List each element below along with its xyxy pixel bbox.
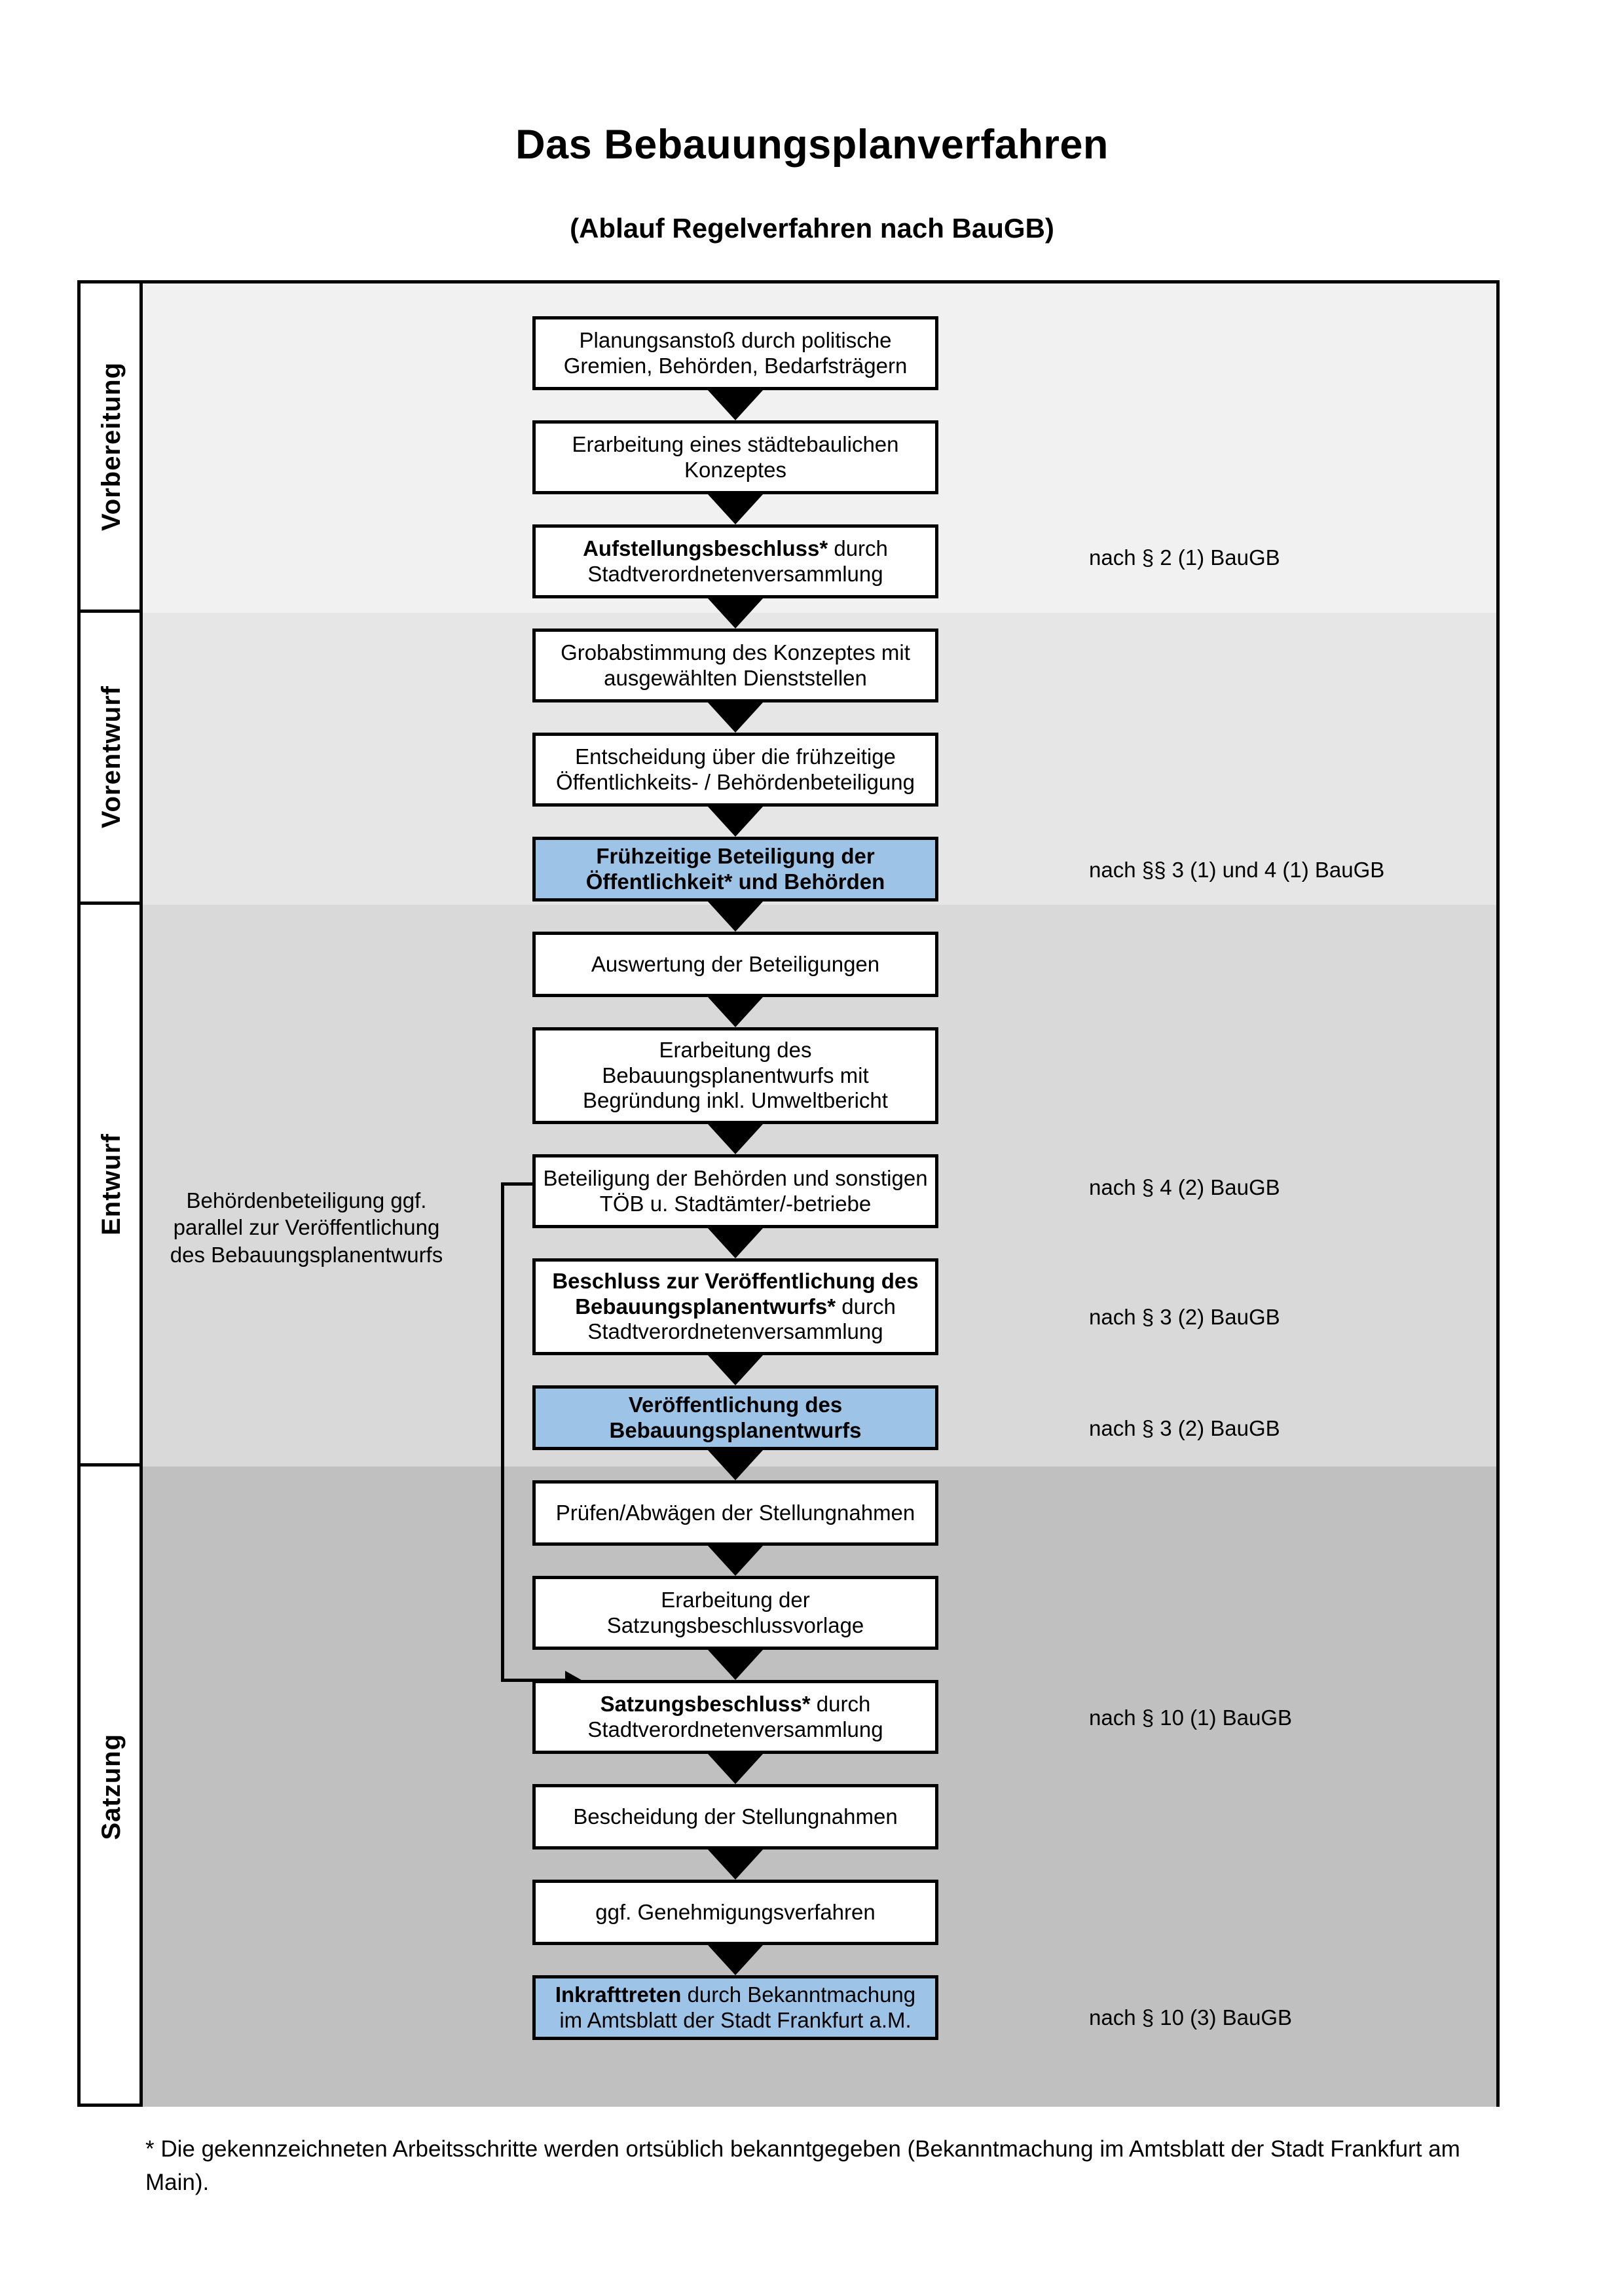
step-text: Erarbeitung der Satzungsbeschlussvorlage (606, 1587, 864, 1637)
step-text: Entscheidung über die frühzeitige Öffent… (556, 744, 915, 794)
step-beschluss-veroeffentlichung[interactable]: Beschluss zur Veröffentlichung des Bebau… (532, 1258, 938, 1355)
legal-ref-text: nach §§ 3 (1) und 4 (1) BauGB (1089, 858, 1385, 882)
step-text-bold: Frühzeitige Beteiligung der Öffentlichke… (585, 843, 885, 894)
step-text-rest: durch Stadtverordnetenversammlung (587, 1691, 883, 1741)
legal-ref-satzungsbeschluss: nach § 10 (1) BauGB (1089, 1705, 1292, 1730)
side-note-text: Behördenbeteiligung ggf. parallel zur Ve… (170, 1188, 443, 1267)
flowchart-frame: Vorbereitung Vorentwurf Entwurf Satzung … (77, 280, 1500, 2107)
step-satzungsbeschluss[interactable]: Satzungsbeschluss* durch Stadtverordnete… (532, 1680, 938, 1754)
legal-ref-beteiligung-behoerden: nach § 4 (2) BauGB (1089, 1175, 1280, 1200)
flow-arrow (708, 390, 763, 420)
legal-ref-inkrafttreten: nach § 10 (3) BauGB (1089, 2005, 1292, 2030)
phase-label-entwurf: Entwurf (81, 905, 143, 1467)
step-text: Satzungsbeschluss* durch Stadtverordnete… (542, 1692, 929, 1743)
step-planungsanstoss[interactable]: Planungsanstoß durch politische Gremien,… (532, 316, 938, 390)
step-text: Inkrafttreten durch Bekanntmachung im Am… (542, 1982, 929, 2033)
step-erarbeitung-entwurf[interactable]: Erarbeitung des Bebauungsplanentwurfs mi… (532, 1027, 938, 1124)
step-text-rest: durch Stadtverordnetenversammlung (587, 1294, 896, 1344)
step-grobabstimmung[interactable]: Grobabstimmung des Konzeptes mit ausgewä… (532, 629, 938, 702)
step-text: ggf. Genehmigungsverfahren (595, 1899, 876, 1924)
legal-ref-text: nach § 10 (3) BauGB (1089, 2005, 1293, 2030)
step-text: Beteiligung der Behörden und sonstigen T… (543, 1165, 928, 1216)
phase-label-text: Vorentwurf (97, 685, 126, 829)
step-satzungsbeschlussvorlage[interactable]: Erarbeitung der Satzungsbeschlussvorlage (532, 1576, 938, 1650)
step-text: Beschluss zur Veröffentlichung des Bebau… (542, 1269, 929, 1345)
footnote: * Die gekennzeichneten Arbeitsschritte w… (145, 2133, 1494, 2200)
phase-label-text: Vorbereitung (97, 362, 126, 531)
flow-arrow (708, 702, 763, 733)
step-text-rest: durch Stadtverordnetenversammlung (587, 536, 888, 586)
phase-label-vorbereitung: Vorbereitung (81, 283, 143, 613)
phase-label-vorentwurf: Vorentwurf (81, 613, 143, 905)
step-text: Erarbeitung eines städtebaulichen Konzep… (572, 431, 899, 482)
legal-ref-text: nach § 4 (2) BauGB (1089, 1175, 1280, 1199)
page-title: Das Bebauungsplanverfahren (515, 122, 1109, 168)
step-text: Bescheidung der Stellungnahmen (573, 1804, 898, 1829)
step-text: Grobabstimmung des Konzeptes mit ausgewä… (561, 640, 910, 690)
step-inkrafttreten[interactable]: Inkrafttreten durch Bekanntmachung im Am… (532, 1975, 938, 2040)
step-beteiligung-behoerden[interactable]: Beteiligung der Behörden und sonstigen T… (532, 1154, 938, 1228)
flow-arrow (708, 494, 763, 524)
step-fruehzeitige-beteiligung[interactable]: Frühzeitige Beteiligung der Öffentlichke… (532, 837, 938, 902)
step-text-bold: Inkrafttreten (555, 1982, 682, 2007)
legal-ref-text: nach § 3 (2) BauGB (1089, 1305, 1280, 1329)
step-bescheidung[interactable]: Bescheidung der Stellungnahmen (532, 1784, 938, 1850)
phase-label-text: Satzung (97, 1733, 126, 1840)
step-text-bold: Aufstellungsbeschluss* (583, 536, 828, 560)
step-veroeffentlichung[interactable]: Veröffentlichung des Bebauungsplanentwur… (532, 1385, 938, 1450)
flow-arrow (708, 598, 763, 629)
flow-arrow (708, 902, 763, 932)
flow-arrow (708, 1850, 763, 1880)
step-pruefen-abwaegen[interactable]: Prüfen/Abwägen der Stellungnahmen (532, 1480, 938, 1546)
page-subtitle: (Ablauf Regelverfahren nach BauGB) (570, 213, 1054, 244)
flow-arrow (708, 1450, 763, 1480)
step-text-bold: Beschluss zur Veröffentlichung des Bebau… (552, 1268, 919, 1319)
flow-arrow (708, 1355, 763, 1385)
side-note-behoerdenbeteiligung: Behördenbeteiligung ggf. parallel zur Ve… (159, 1187, 454, 1268)
flow-arrow (708, 997, 763, 1027)
step-text-bold: Veröffentlichung des Bebauungsplanentwur… (609, 1392, 862, 1442)
phase-label-column: Vorbereitung Vorentwurf Entwurf Satzung (81, 283, 143, 2104)
footnote-text: * Die gekennzeichneten Arbeitsschritte w… (145, 2136, 1460, 2195)
phase-label-text: Entwurf (97, 1133, 126, 1235)
flow-arrow (708, 1124, 763, 1154)
flow-arrow (708, 1650, 763, 1680)
step-konzept[interactable]: Erarbeitung eines städtebaulichen Konzep… (532, 420, 938, 494)
step-text: Erarbeitung des Bebauungsplanentwurfs mi… (583, 1037, 888, 1113)
step-text-rest: durch Bekanntmachung im Amtsblatt der St… (559, 1982, 916, 2032)
step-text: Aufstellungsbeschluss* durch Stadtverord… (542, 536, 929, 587)
flow-arrow (708, 807, 763, 837)
flow-arrow (708, 1945, 763, 1975)
step-text-bold: Satzungsbeschluss* (600, 1691, 811, 1716)
step-genehmigungsverfahren[interactable]: ggf. Genehmigungsverfahren (532, 1880, 938, 1945)
step-text: Planungsanstoß durch politische Gremien,… (563, 327, 908, 378)
step-text: Auswertung der Beteiligungen (591, 951, 880, 976)
legal-ref-veroeffentlichung: nach § 3 (2) BauGB (1089, 1416, 1280, 1441)
flow-arrow (708, 1546, 763, 1576)
step-aufstellungsbeschluss[interactable]: Aufstellungsbeschluss* durch Stadtverord… (532, 524, 938, 598)
phase-label-satzung: Satzung (81, 1467, 143, 2107)
flow-arrow (708, 1754, 763, 1784)
legal-ref-text: nach § 2 (1) BauGB (1089, 545, 1280, 570)
legal-ref-text: nach § 3 (2) BauGB (1089, 1416, 1280, 1440)
legal-ref-text: nach § 10 (1) BauGB (1089, 1705, 1293, 1730)
step-auswertung[interactable]: Auswertung der Beteiligungen (532, 932, 938, 997)
legal-ref-beschluss-veroeffentlichung: nach § 3 (2) BauGB (1089, 1305, 1280, 1330)
step-text: Prüfen/Abwägen der Stellungnahmen (555, 1500, 915, 1525)
legal-ref-fruehzeitige-beteiligung: nach §§ 3 (1) und 4 (1) BauGB (1089, 858, 1384, 883)
step-entscheidung[interactable]: Entscheidung über die frühzeitige Öffent… (532, 733, 938, 807)
flow-arrow (708, 1228, 763, 1258)
legal-ref-aufstellungsbeschluss: nach § 2 (1) BauGB (1089, 545, 1280, 570)
